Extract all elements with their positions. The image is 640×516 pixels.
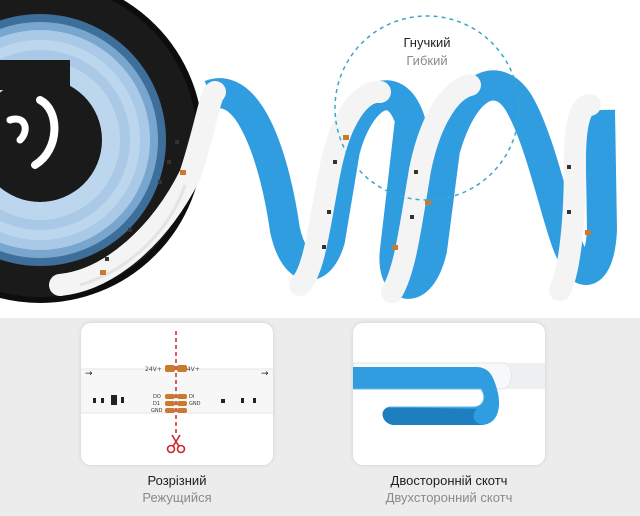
callout-title-flexible: Гнучкий — [403, 35, 451, 50]
feature-subtitle-tape: Двухсторонний скотч — [385, 490, 513, 505]
pad-label-gnd-right: GND — [189, 401, 201, 407]
feature-title-tape: Двосторонній скотч — [390, 473, 508, 488]
reel-spool — [0, 0, 203, 303]
chip-components — [93, 395, 256, 405]
pad-label-d1: D1 — [153, 401, 160, 407]
flexible-callout-circle — [334, 15, 520, 201]
voltage-label-left: 24V+ — [145, 366, 162, 373]
cut-diagram: → → 24V+ 24V+ DO D1 GND DI GND — [81, 331, 273, 454]
arrow-right-icon: → — [261, 369, 269, 379]
product-hero-image — [0, 0, 617, 303]
led-strip-illustration — [0, 0, 617, 303]
pad-label-gnd: GND — [151, 408, 163, 414]
feature-card-tape — [353, 323, 545, 465]
tape-diagram — [353, 362, 545, 425]
callout-subtitle-flexible: Гибкий — [406, 53, 448, 68]
pad-label-do: DO — [153, 394, 161, 400]
feature-title-cuttable: Розрізний — [147, 473, 207, 488]
pad-label-di: DI — [189, 394, 194, 400]
copper-pads — [100, 135, 591, 275]
strip-components — [105, 140, 571, 261]
arrow-left-icon: → — [85, 369, 93, 379]
feature-card-cuttable: → → 24V+ 24V+ DO D1 GND DI GND — [81, 323, 273, 465]
scissors-icon — [166, 434, 186, 454]
feature-subtitle-cuttable: Режущийся — [142, 490, 212, 505]
voltage-label-right: 24V+ — [183, 366, 200, 373]
